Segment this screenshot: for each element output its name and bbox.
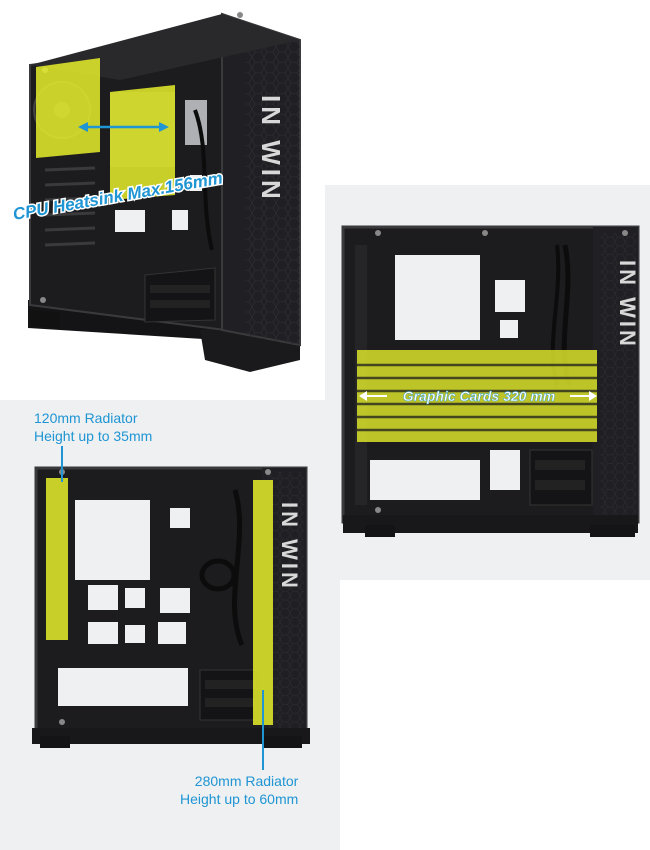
graphic-card-photo: Graphic Cards 320 mm IN WIN [325, 185, 650, 580]
gpu-measure-arrow [359, 391, 597, 401]
cpu-cooler-zone-rear [36, 58, 100, 158]
case-logo-bottom: IN WIN [277, 502, 302, 591]
radiator-120-zone [46, 478, 68, 640]
graphic-cards-label: Graphic Cards 320 mm [403, 388, 556, 404]
radiator-120-callout: 120mm Radiator Height up to 35mm [34, 409, 152, 445]
case-logo-top: IN WIN [256, 95, 286, 203]
radiator-280-callout: 280mm Radiator Height up to 60mm [180, 772, 298, 808]
radiator-120-height: Height up to 35mm [34, 428, 153, 444]
case-logo-right: IN WIN [615, 260, 640, 349]
cpu-measure-arrow [78, 122, 169, 132]
pc-case-side-illustration: Graphic Cards 320 mm IN WIN [341, 225, 640, 537]
radiator-280-title: 280mm Radiator [194, 773, 299, 789]
radiator-photo: IN WIN [0, 400, 340, 850]
radiator-280-zone [253, 480, 273, 725]
cpu-heatsink-photo: IN WIN CPU Heatsink Max.156mm [0, 0, 325, 380]
pc-case-radiator-illustration: IN WIN [32, 446, 310, 770]
pc-case-angled-illustration: IN WIN CPU Heatsink Max.156mm [10, 12, 301, 372]
cpu-cooler-zone-main [110, 85, 175, 200]
radiator-120-title: 120mm Radiator [34, 410, 138, 426]
radiator-280-height: Height up to 60mm [180, 791, 299, 807]
